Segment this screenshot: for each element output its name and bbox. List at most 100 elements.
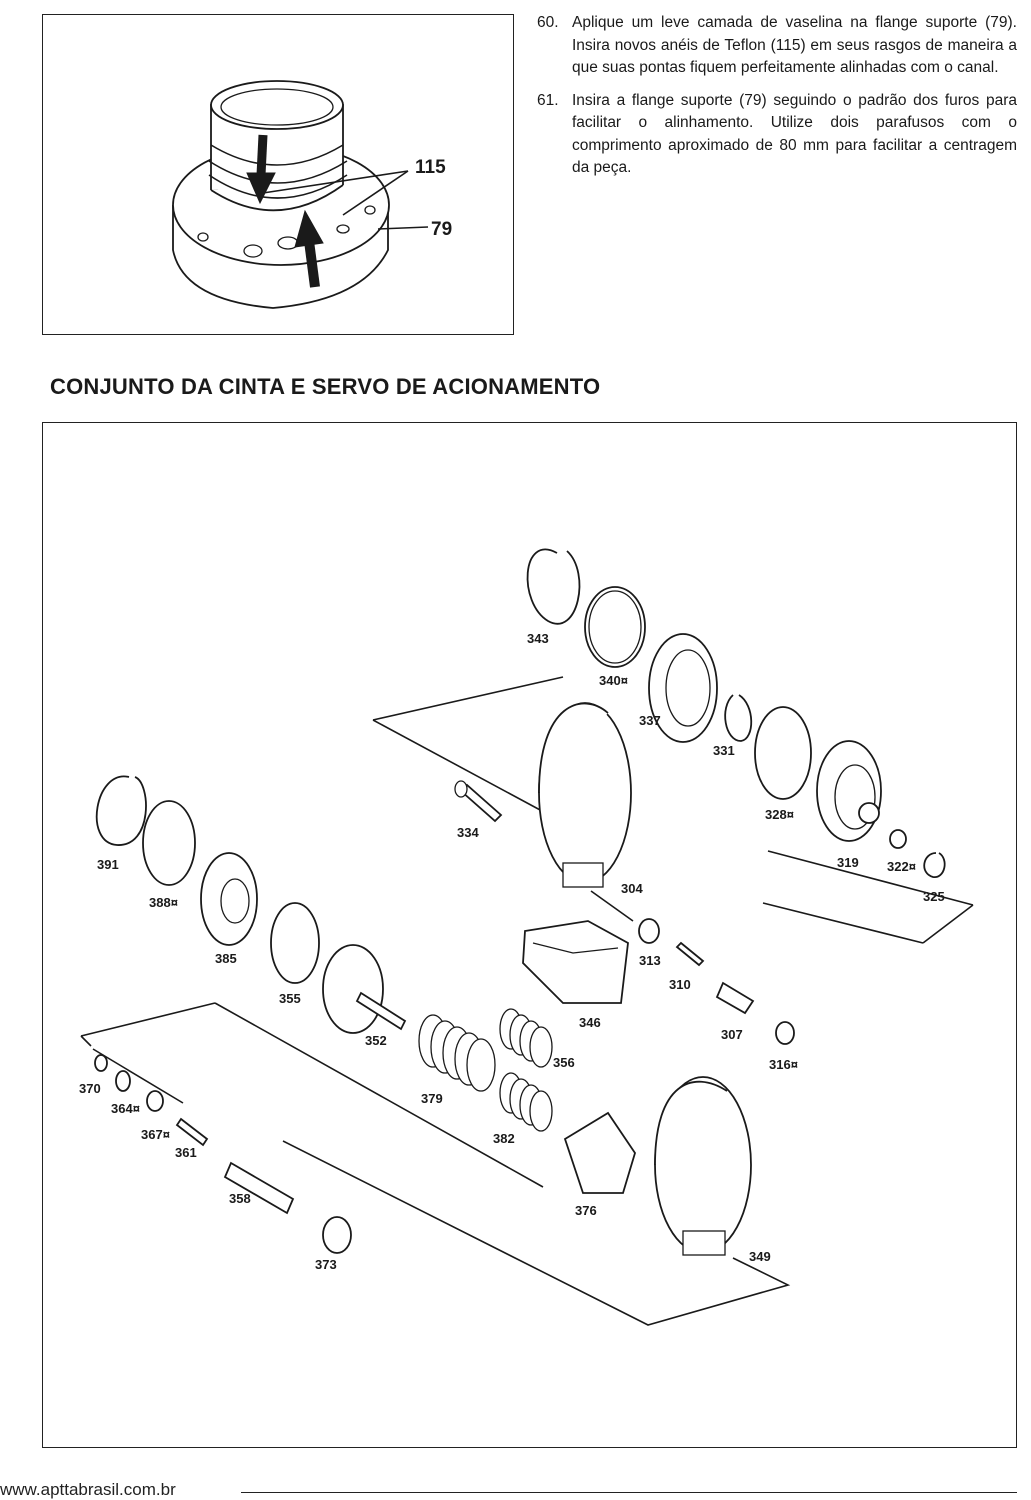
label-310: 310 <box>669 977 691 992</box>
ring-367 <box>146 1090 164 1112</box>
label-379: 379 <box>421 1091 443 1106</box>
label-313: 313 <box>639 953 661 968</box>
snap-ring-325 <box>923 852 946 878</box>
exploded-view: 343 340¤ 337 331 328¤ 319 322¤ 325 334 3… <box>42 422 1017 1448</box>
seal-ring-355 <box>270 902 320 984</box>
snap-ring-391 <box>95 775 147 846</box>
plate-376 <box>563 1111 636 1194</box>
label-322: 322¤ <box>887 859 916 874</box>
flange-hole <box>243 244 263 258</box>
ring-364 <box>115 1070 131 1092</box>
sleeve-bore <box>220 88 334 126</box>
label-388: 388¤ <box>149 895 178 910</box>
band-lug <box>562 862 604 888</box>
label-319: 319 <box>837 855 859 870</box>
bolt-head <box>454 780 468 798</box>
label-343: 343 <box>527 631 549 646</box>
instruction-step: 60. Aplique um leve camada de vaselina n… <box>537 12 1017 80</box>
label-340: 340¤ <box>599 673 628 688</box>
guide-line <box>762 902 924 944</box>
piston-inner <box>220 878 250 924</box>
flange-hole <box>364 205 376 215</box>
leader-line <box>262 170 409 194</box>
arrow-up-icon <box>304 240 320 288</box>
label-373: 373 <box>315 1257 337 1272</box>
bushing-313 <box>638 918 660 944</box>
brake-band-back <box>654 1080 728 1166</box>
flange-hole <box>336 224 350 234</box>
piston-352 <box>322 944 384 1034</box>
arrow-down-icon <box>256 134 268 176</box>
guide-line <box>80 1035 92 1047</box>
plug-373 <box>322 1216 352 1254</box>
label-334: 334 <box>457 825 479 840</box>
bracket-detail <box>532 942 619 954</box>
section-title: CONJUNTO DA CINTA E SERVO DE ACIONAMENTO <box>50 374 601 399</box>
arrow-up-icon <box>294 209 324 248</box>
cover-hub <box>858 802 880 824</box>
teflon-ring <box>208 174 348 199</box>
seal-ring-inner <box>588 590 642 664</box>
guide-line <box>372 719 556 819</box>
arrow-down-icon <box>246 172 276 205</box>
spring-379 <box>418 1014 496 1092</box>
label-325: 325 <box>923 889 945 904</box>
pin-310 <box>675 941 705 967</box>
ring-370 <box>94 1054 108 1072</box>
leader-line <box>377 226 429 230</box>
band-lug <box>682 1230 726 1256</box>
teflon-ring <box>208 160 348 184</box>
guide-line <box>372 676 564 721</box>
spring-356 <box>499 1008 553 1068</box>
guide-line <box>80 1002 216 1037</box>
pin-361 <box>175 1117 209 1147</box>
flange-hole <box>197 232 209 242</box>
guide-line <box>92 1048 184 1104</box>
label-304: 304 <box>621 881 643 896</box>
guide-line <box>282 1140 791 1326</box>
label-370: 370 <box>79 1081 101 1096</box>
label-352: 352 <box>365 1033 387 1048</box>
ring-316 <box>775 1021 795 1045</box>
step-number: 61. <box>537 91 559 109</box>
label-328: 328¤ <box>765 807 794 822</box>
label-337: 337 <box>639 713 661 728</box>
bracket-346 <box>522 920 629 1004</box>
label-364: 364¤ <box>111 1101 140 1116</box>
ring-322 <box>889 829 907 849</box>
label-331: 331 <box>713 743 735 758</box>
instruction-list: 60. Aplique um leve camada de vaselina n… <box>537 12 1017 190</box>
label-358: 358 <box>229 1191 251 1206</box>
spring-382 <box>499 1072 553 1132</box>
leader-line <box>342 170 409 216</box>
guide-line <box>922 904 974 944</box>
label-307: 307 <box>721 1027 743 1042</box>
label-382: 382 <box>493 1131 515 1146</box>
label-316: 316¤ <box>769 1057 798 1072</box>
valve-307 <box>715 981 755 1015</box>
label-376: 376 <box>575 1203 597 1218</box>
instruction-step: 61. Insira a flange suporte (79) seguind… <box>537 90 1017 180</box>
step-text: Insira a flange suporte (79) seguindo o … <box>572 91 1017 177</box>
label-356: 356 <box>553 1055 575 1070</box>
label-391: 391 <box>97 857 119 872</box>
piston-inner <box>665 649 711 727</box>
exploded-drawing: 343 340¤ 337 331 328¤ 319 322¤ 325 334 3… <box>79 548 974 1326</box>
valve-358 <box>223 1161 295 1215</box>
footer-divider <box>241 1492 1017 1493</box>
flange-drawing: 115 79 <box>172 80 452 309</box>
flange-illustration: 115 79 <box>42 14 514 335</box>
seal-ring-388 <box>142 800 196 886</box>
guide-line <box>767 850 974 906</box>
callout-115: 115 <box>415 157 446 178</box>
guide-line <box>590 890 634 922</box>
footer-url[interactable]: www.apttabrasil.com.br <box>0 1480 176 1499</box>
seal-ring-328 <box>754 706 812 800</box>
brake-band-back <box>538 702 609 794</box>
label-385: 385 <box>215 951 237 966</box>
teflon-ring <box>210 144 344 166</box>
callout-79: 79 <box>431 219 452 240</box>
label-346: 346 <box>579 1015 601 1030</box>
step-number: 60. <box>537 14 559 31</box>
label-361: 361 <box>175 1145 197 1160</box>
